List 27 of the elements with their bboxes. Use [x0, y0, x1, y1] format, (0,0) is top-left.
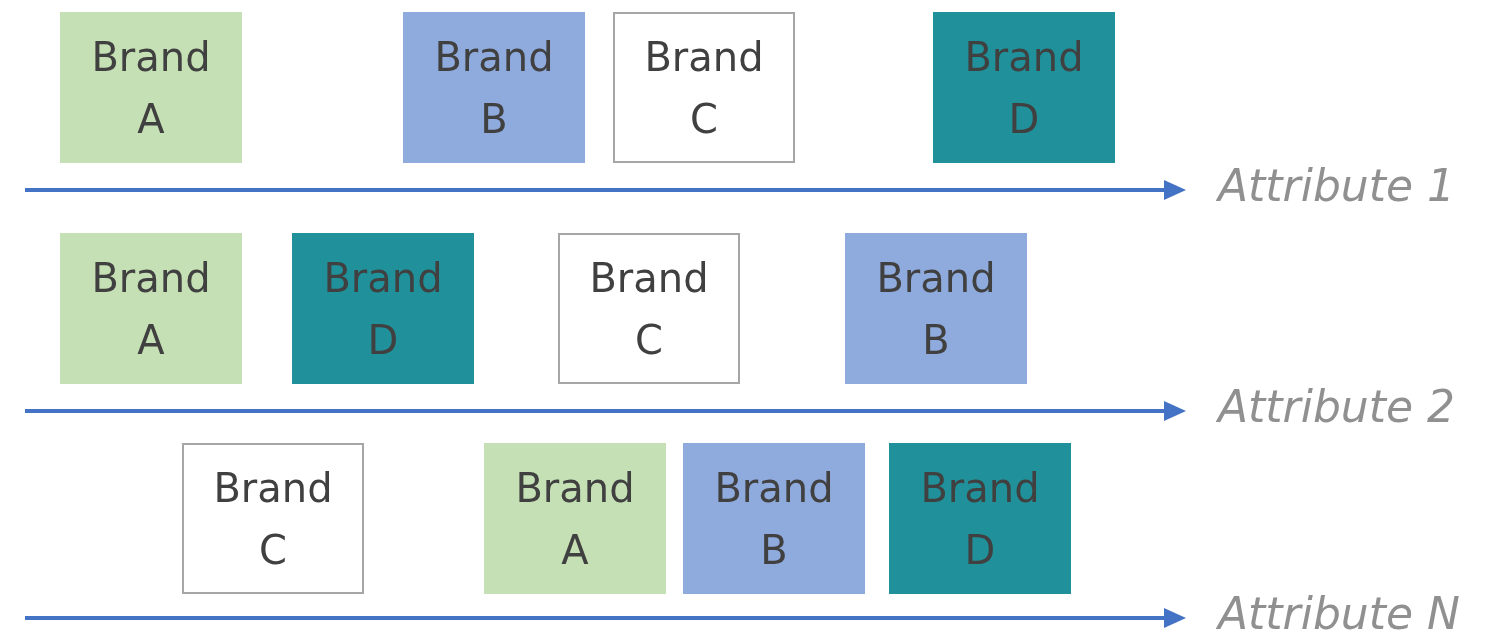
category-box	[933, 12, 1115, 163]
box-label: Brand B	[433, 32, 555, 144]
box-label: Brand B	[875, 253, 997, 365]
box-label: Brand A	[514, 463, 636, 575]
box-label: Brand C	[588, 253, 710, 365]
category-box	[683, 443, 865, 594]
category-box	[845, 233, 1027, 384]
category-box	[484, 443, 666, 594]
box-label: Brand C	[212, 463, 334, 575]
axis-label: Attribute 2	[1218, 381, 1456, 432]
box-label: Brand D	[322, 253, 444, 365]
box-label: Brand B	[713, 463, 835, 575]
box-label: Brand D	[963, 32, 1085, 144]
category-box	[613, 12, 795, 163]
category-box	[889, 443, 1071, 594]
axis-label: Attribute N	[1218, 588, 1460, 639]
category-box	[558, 233, 740, 384]
box-label: Brand A	[90, 32, 212, 144]
category-box	[182, 443, 364, 594]
box-label: Brand C	[643, 32, 765, 144]
category-box	[60, 12, 242, 163]
axis-label: Attribute 1	[1218, 160, 1456, 211]
box-label: Brand A	[90, 253, 212, 365]
box-label: Brand D	[919, 463, 1041, 575]
category-box	[403, 12, 585, 163]
category-box	[60, 233, 242, 384]
category-box	[292, 233, 474, 384]
